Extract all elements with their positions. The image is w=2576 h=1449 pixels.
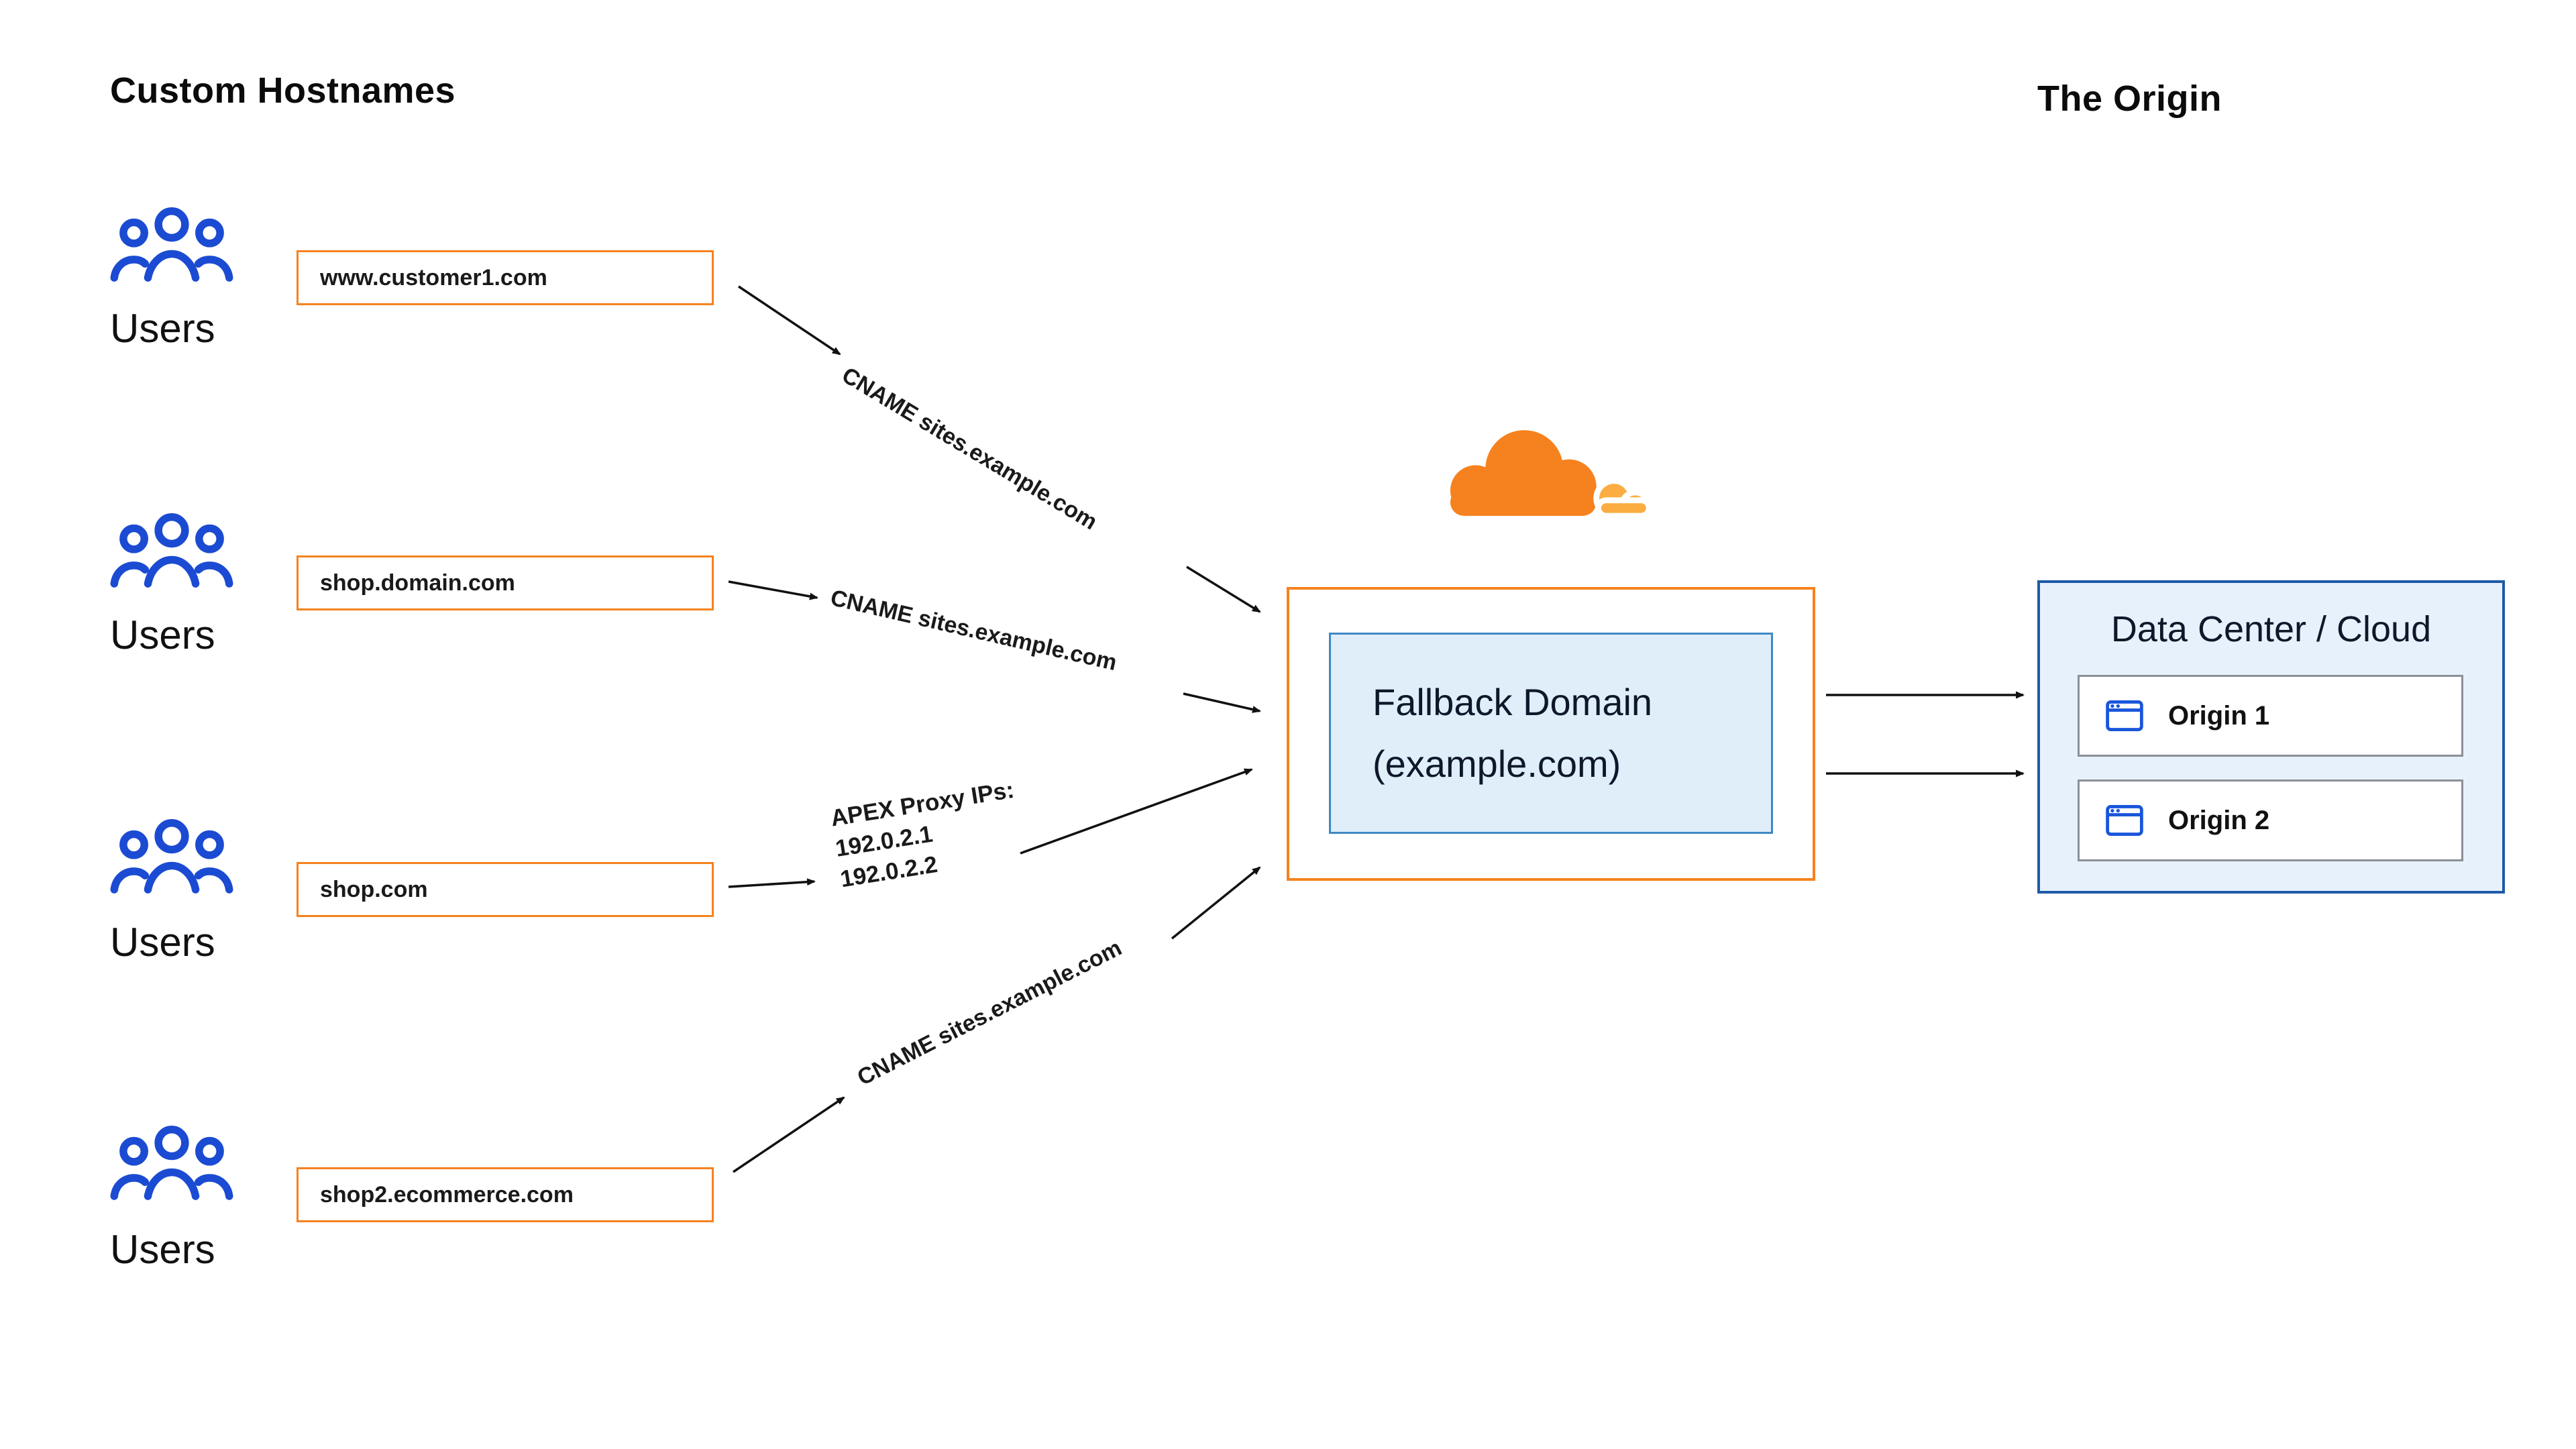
arrow-label4-to-cf bbox=[1171, 866, 1261, 940]
cloudflare-zone-box: Fallback Domain (example.com) bbox=[1287, 587, 1815, 881]
hostname-label: www.customer1.com bbox=[320, 264, 547, 290]
route-cname-1: CNAME sites.example.com bbox=[837, 362, 1102, 535]
arrow-host2-to-label bbox=[728, 580, 818, 600]
route-cname-3: CNAME sites.example.com bbox=[853, 934, 1126, 1091]
users-label: Users bbox=[110, 306, 215, 351]
data-center-box: Data Center / Cloud Origin 1 Origin 2 bbox=[2037, 580, 2505, 894]
fallback-domain-box: Fallback Domain (example.com) bbox=[1329, 633, 1773, 834]
arrow-label2-to-cf bbox=[1183, 692, 1261, 713]
hostname-box-3: shop.com bbox=[297, 862, 714, 917]
hostname-box-1: www.customer1.com bbox=[297, 250, 714, 305]
origin-1-box: Origin 1 bbox=[2078, 675, 2463, 757]
arrow-host3-to-label bbox=[728, 878, 816, 888]
browser-window-icon bbox=[2106, 700, 2143, 731]
fallback-line-1: Fallback Domain bbox=[1373, 680, 1653, 723]
hostname-box-4: shop2.ecommerce.com bbox=[297, 1167, 714, 1222]
route-apex: APEX Proxy IPs: 192.0.2.1 192.0.2.2 bbox=[828, 775, 1026, 896]
origin-label: Origin 2 bbox=[2168, 805, 2270, 835]
origin-2-box: Origin 2 bbox=[2078, 780, 2463, 861]
browser-window-icon bbox=[2106, 805, 2143, 836]
hostname-label: shop.com bbox=[320, 876, 428, 902]
origin-heading: The Origin bbox=[2037, 78, 2222, 119]
fallback-line-2: (example.com) bbox=[1373, 743, 1621, 785]
arrow-host1-to-label bbox=[738, 285, 841, 356]
users-icon bbox=[110, 205, 233, 289]
data-center-title: Data Center / Cloud bbox=[2110, 609, 2432, 649]
cloudflare-logo-icon bbox=[1422, 415, 1677, 539]
hostname-label: shop2.ecommerce.com bbox=[320, 1181, 574, 1208]
users-icon bbox=[110, 1124, 233, 1208]
users-icon bbox=[110, 511, 233, 595]
users-label: Users bbox=[110, 920, 215, 965]
users-label: Users bbox=[110, 1227, 215, 1272]
origin-label: Origin 1 bbox=[2168, 700, 2270, 731]
arrow-label3-to-cf bbox=[1020, 768, 1253, 855]
arrow-host4-to-label bbox=[733, 1096, 845, 1173]
hostname-box-2: shop.domain.com bbox=[297, 555, 714, 610]
route-cname-2: CNAME sites.example.com bbox=[828, 585, 1120, 676]
hostname-label: shop.domain.com bbox=[320, 570, 515, 596]
custom-hostnames-heading: Custom Hostnames bbox=[110, 70, 456, 111]
arrow-label1-to-cf bbox=[1186, 566, 1261, 613]
users-icon bbox=[110, 817, 233, 901]
users-label: Users bbox=[110, 612, 215, 657]
